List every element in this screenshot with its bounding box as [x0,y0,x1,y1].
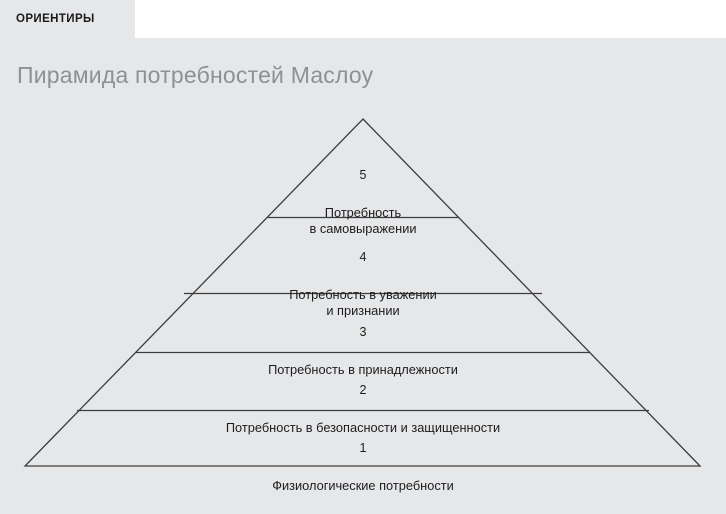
pyramid-outline-svg [23,118,702,467]
pyramid-outline [23,118,702,467]
maslow-pyramid-diagram: 5 Потребность в самовыражении 4 Потребно… [23,118,702,493]
section-badge: ОРИЕНТИРЫ [0,0,135,38]
section-badge-label: ОРИЕНТИРЫ [16,13,95,25]
top-strip: ОРИЕНТИРЫ [0,0,726,38]
page-title: Пирамида потребностей Маслоу [17,62,374,88]
